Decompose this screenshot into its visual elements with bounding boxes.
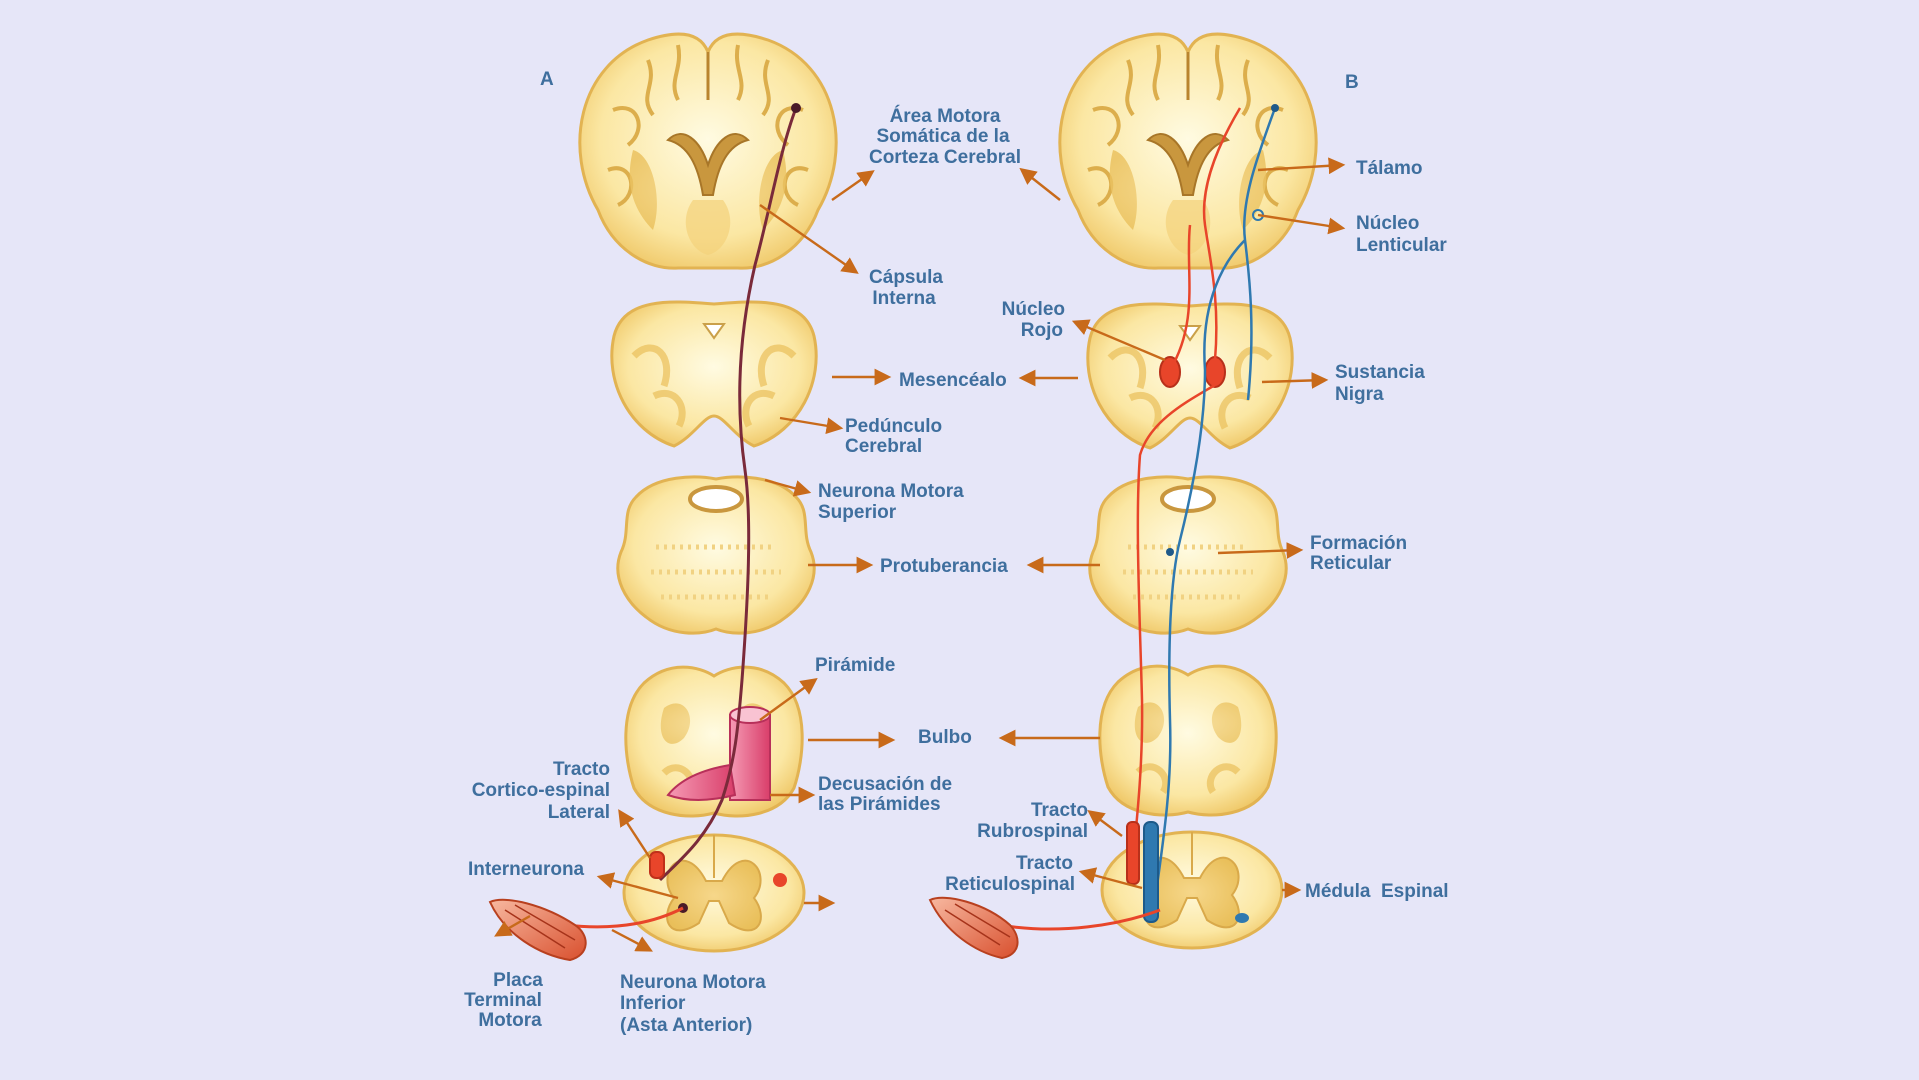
label-talamo: Tálamo	[1356, 158, 1423, 179]
labels-a: Área Motora Somática de la Corteza Cereb…	[464, 105, 1021, 1036]
label-pedunculo-1: Pedúnculo	[845, 416, 942, 437]
label-area-motora-3: Corteza Cerebral	[869, 147, 1021, 168]
cortex-neuron-body	[791, 103, 801, 113]
label-neurona-inf-2: Inferior	[620, 993, 686, 1014]
label-placa-3: Motora	[478, 1010, 542, 1031]
label-tracto-cort-2: Cortico-espinal	[472, 780, 610, 801]
panel-b: B	[928, 32, 1449, 960]
label-nucleo-rojo-1: Núcleo	[1002, 299, 1065, 320]
label-neurona-inf-1: Neurona Motora	[620, 972, 766, 993]
labels-b: Tálamo Núcleo Lenticular Núcleo Rojo Sus…	[945, 158, 1448, 902]
panel-a: A	[464, 32, 1021, 1036]
panel-a-label: A	[540, 69, 554, 90]
label-decusacion-1: Decusación de	[818, 774, 952, 795]
rubrospinal-tract-line	[1130, 107, 1242, 871]
label-nucleo-lent-2: Lenticular	[1356, 235, 1447, 256]
cortex-neuron-b	[1271, 104, 1279, 112]
interneuron-mark	[649, 851, 665, 879]
label-neurona-sup-1: Neurona Motora	[818, 481, 964, 502]
label-formacion-1: Formación	[1310, 533, 1407, 554]
arrows-b	[998, 157, 1346, 899]
label-capsula-1: Cápsula	[869, 267, 943, 288]
label-tracto-rubro-1: Tracto	[1031, 800, 1088, 821]
label-decusacion-2: las Pirámides	[818, 794, 941, 815]
label-capsula-2: Interna	[872, 288, 936, 309]
label-tracto-retic-2: Reticulospinal	[945, 874, 1075, 895]
label-nucleo-rojo-2: Rojo	[1021, 320, 1063, 341]
rubrospinal-tube	[1126, 821, 1140, 885]
reticular-neuron-b	[1166, 548, 1174, 556]
label-tracto-retic-1: Tracto	[1016, 853, 1073, 874]
lower-motor-axon	[564, 906, 684, 929]
label-area-motora-2: Somática de la	[876, 126, 1009, 147]
spinal-cord-section-a	[622, 833, 806, 953]
medulla-section-b	[1100, 666, 1276, 815]
arrows-a	[494, 170, 896, 952]
label-sustancia-2: Nigra	[1335, 384, 1384, 405]
reticulospinal-tract-line	[1153, 107, 1277, 901]
muscle-b	[928, 896, 1019, 960]
label-tracto-cort-3: Lateral	[548, 802, 610, 823]
label-tracto-cort-1: Tracto	[553, 759, 610, 780]
label-bulbo: Bulbo	[918, 727, 972, 748]
label-pedunculo-2: Cerebral	[845, 436, 922, 457]
panel-b-label: B	[1345, 72, 1359, 93]
pyramid-shape	[666, 706, 771, 801]
label-interneurona: Interneurona	[468, 859, 585, 880]
brain-section-a	[577, 32, 839, 271]
label-medula: Médula Espinal	[1305, 881, 1449, 902]
label-tracto-rubro-2: Rubrospinal	[977, 821, 1088, 842]
reticulospinal-tube	[1143, 821, 1159, 923]
midbrain-section-a	[612, 302, 816, 446]
label-nucleo-lent-1: Núcleo	[1356, 213, 1419, 234]
label-placa-2: Terminal	[464, 990, 542, 1011]
brain-section-b	[1057, 32, 1319, 271]
cord-dot-b	[1235, 913, 1249, 923]
pons-section-a	[618, 477, 814, 633]
label-formacion-2: Reticular	[1310, 553, 1392, 574]
label-sustancia-1: Sustancia	[1335, 362, 1425, 383]
pyramidal-tract-line	[658, 107, 798, 882]
label-protuberancia: Protuberancia	[880, 556, 1008, 577]
lower-motor-axon-b	[999, 908, 1161, 931]
label-neurona-inf-3: (Asta Anterior)	[620, 1015, 752, 1036]
midbrain-section-b	[1088, 304, 1292, 448]
label-piramide: Pirámide	[815, 655, 895, 676]
muscle-a	[488, 898, 587, 962]
label-area-motora-1: Área Motora	[890, 105, 1001, 127]
label-mesencefalo: Mesencéalo	[899, 370, 1007, 391]
label-neurona-sup-2: Superior	[818, 502, 897, 523]
cord-dot-a	[773, 873, 787, 887]
label-placa-1: Placa	[493, 970, 543, 991]
